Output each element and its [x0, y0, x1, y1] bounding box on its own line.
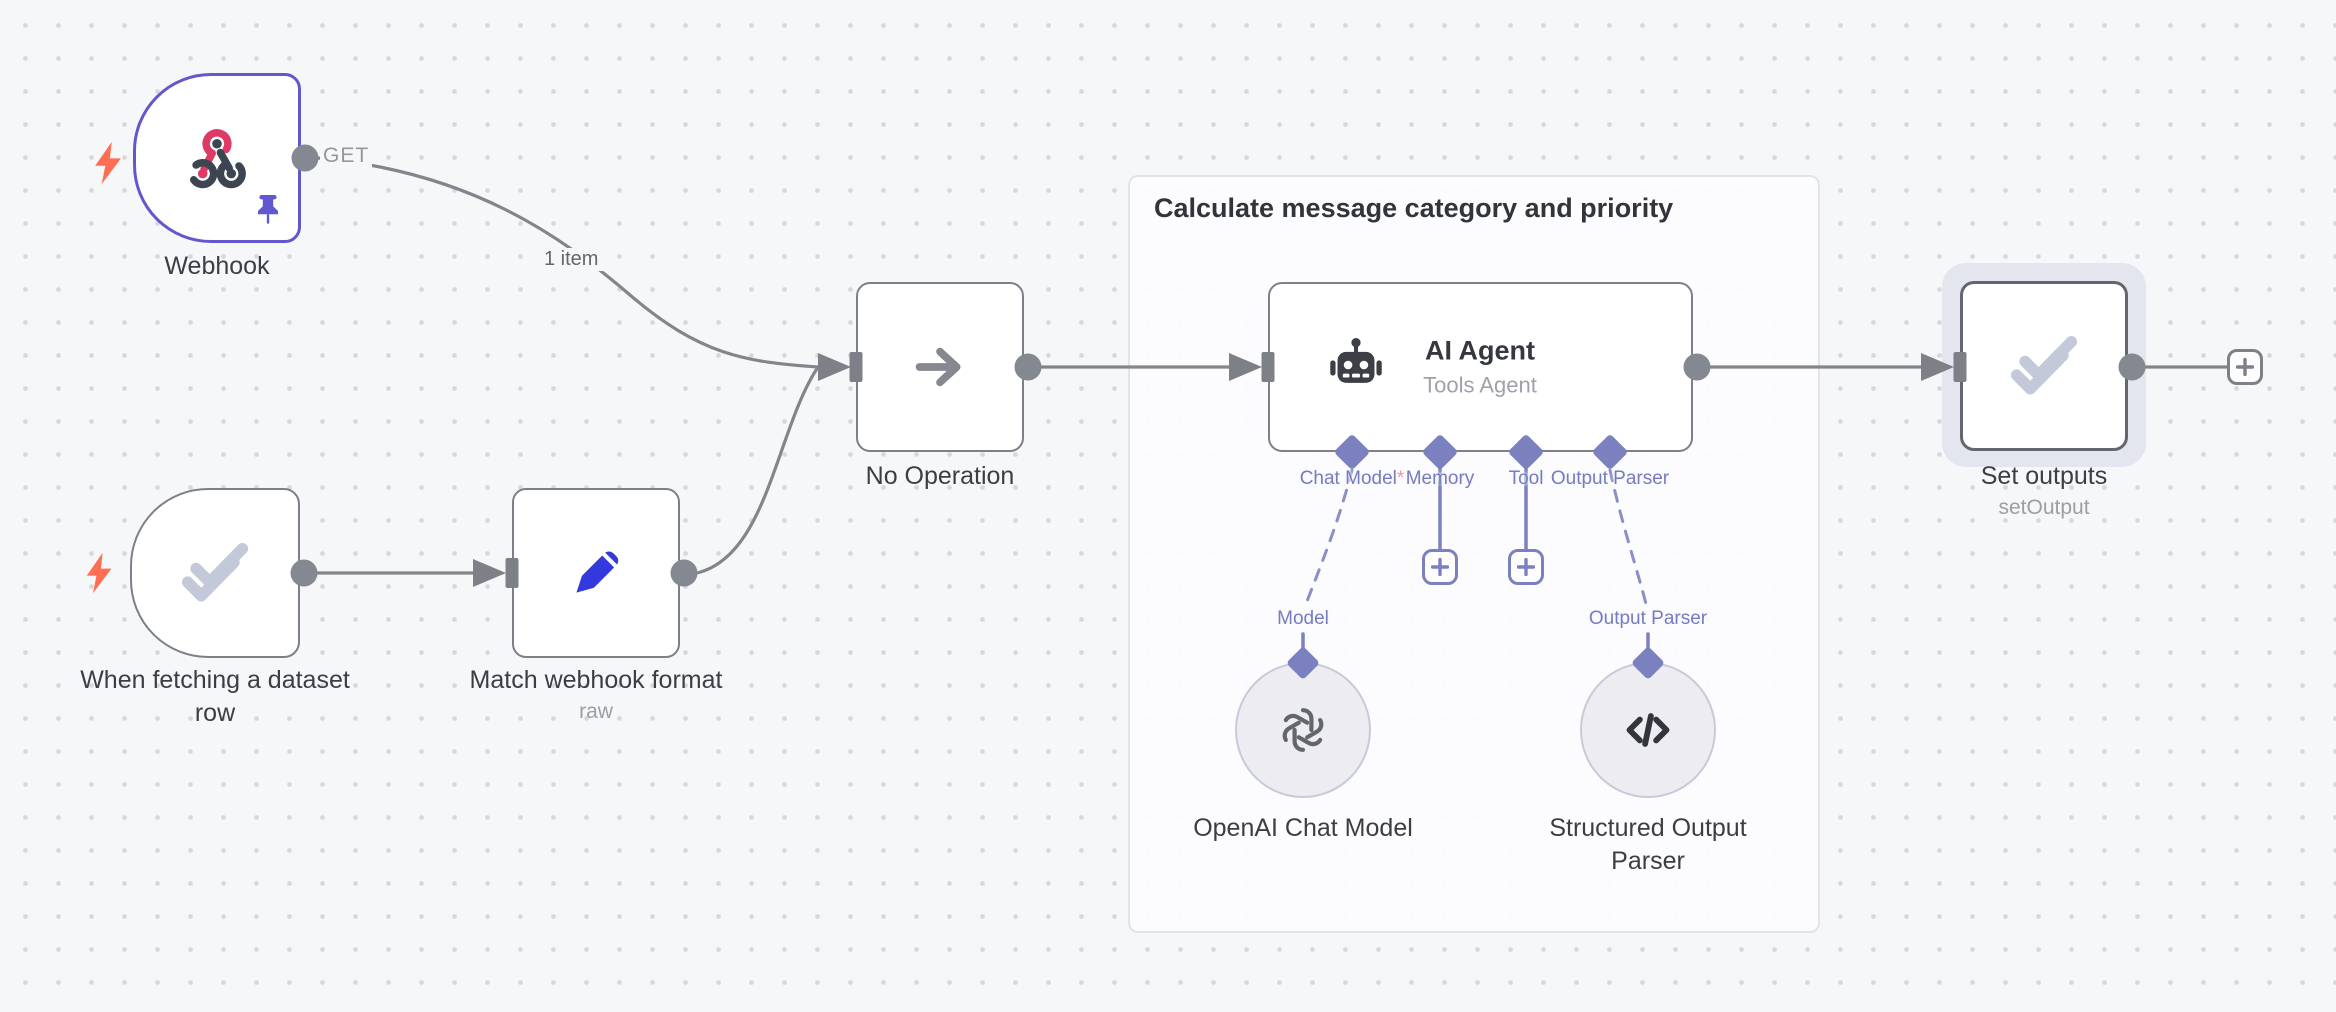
- diamond-port-tool[interactable]: [1508, 434, 1545, 471]
- pencil-edit-icon: [576, 549, 619, 593]
- code-icon: [1626, 713, 1670, 747]
- webhook-method-label: GET: [320, 144, 373, 168]
- group-title: Calculate message category and priority: [1154, 193, 1674, 223]
- input-arrow-setoutputs: [1921, 353, 1954, 381]
- output-port-aiagent[interactable]: [1683, 353, 1711, 381]
- output-port-match[interactable]: [670, 559, 698, 587]
- node-label-no-operation: No Operation: [865, 462, 1015, 490]
- plus-icon: [2236, 358, 2254, 376]
- add-memory-button[interactable]: [1422, 549, 1458, 585]
- input-port-match[interactable]: [505, 558, 519, 588]
- add-node-button[interactable]: [2227, 349, 2263, 385]
- output-port-noop[interactable]: [1014, 353, 1042, 381]
- diamond-port-chat-model[interactable]: [1334, 434, 1371, 471]
- port-label-chat-model: Chat Model*: [1299, 468, 1405, 489]
- openai-logo-icon: [1282, 708, 1324, 752]
- node-when-fetching-dataset-row[interactable]: [130, 488, 300, 658]
- double-check-icon: [181, 542, 249, 602]
- node-set-outputs[interactable]: [1960, 281, 2128, 451]
- add-tool-button[interactable]: [1508, 549, 1544, 585]
- trigger-bolt-icon: [95, 141, 121, 185]
- node-label-structured-output-parser: Structured Output Parser: [1549, 814, 1747, 875]
- port-label-model: Model: [1277, 608, 1329, 629]
- edge-item-count-label: 1 item: [538, 248, 605, 271]
- port-label-output-parser-circle: Output Parser: [1588, 608, 1708, 629]
- node-ai-agent[interactable]: AI Agent Tools Agent: [1268, 282, 1693, 452]
- ai-agent-subtitle: Tools Agent: [1423, 372, 1537, 398]
- plus-icon: [1431, 558, 1449, 576]
- output-port-setoutputs[interactable]: [2118, 353, 2146, 381]
- output-port-webhook[interactable]: [291, 144, 319, 172]
- arrow-right-icon: [915, 347, 961, 387]
- node-structured-output-parser[interactable]: [1580, 662, 1716, 798]
- edge-chat-model-dashed[interactable]: [1304, 468, 1354, 606]
- ai-agent-title: AI Agent: [1425, 335, 1535, 366]
- node-label-when-fetching: When fetching a dataset row: [80, 666, 350, 727]
- double-check-icon: [2010, 335, 2078, 395]
- webhook-icon: [188, 129, 246, 189]
- diamond-port-model-circle[interactable]: [1286, 646, 1320, 680]
- node-subtitle-set-outputs: setOutput: [1998, 496, 2090, 519]
- node-label-set-outputs: Set outputs: [1980, 462, 2108, 490]
- trigger-bolt-icon: [86, 552, 112, 594]
- node-openai-chat-model[interactable]: [1235, 662, 1371, 798]
- edge-webhook-to-noop[interactable]: [317, 156, 819, 369]
- input-arrow-noop: [818, 353, 851, 381]
- edge-match-to-noop[interactable]: [696, 366, 820, 575]
- node-match-webhook-format[interactable]: [512, 488, 680, 658]
- node-label-webhook: Webhook: [164, 252, 270, 280]
- edge-output-parser-dashed[interactable]: [1608, 468, 1648, 606]
- input-arrow-match: [473, 559, 506, 587]
- input-arrow-aiagent: [1229, 353, 1262, 381]
- input-port-noop[interactable]: [849, 352, 863, 382]
- port-label-output-parser: Output Parser: [1550, 468, 1670, 489]
- port-label-memory: Memory: [1405, 468, 1475, 489]
- plus-icon: [1517, 558, 1535, 576]
- input-port-aiagent[interactable]: [1261, 352, 1275, 382]
- node-label-match-format: Match webhook format: [469, 666, 723, 694]
- node-subtitle-match-format: raw: [579, 700, 613, 723]
- node-label-openai-chat-model: OpenAI Chat Model: [1193, 814, 1413, 842]
- node-no-operation[interactable]: [856, 282, 1024, 452]
- node-webhook[interactable]: [133, 73, 301, 243]
- diamond-port-memory[interactable]: [1422, 434, 1459, 471]
- input-port-setoutputs[interactable]: [1953, 352, 1967, 382]
- output-port-when-fetching[interactable]: [290, 559, 318, 587]
- pin-icon: [258, 195, 278, 224]
- robot-icon: [1330, 337, 1382, 383]
- port-label-tool: Tool: [1508, 468, 1544, 489]
- diamond-port-output-parser[interactable]: [1592, 434, 1629, 471]
- diamond-port-parser-circle[interactable]: [1631, 646, 1665, 680]
